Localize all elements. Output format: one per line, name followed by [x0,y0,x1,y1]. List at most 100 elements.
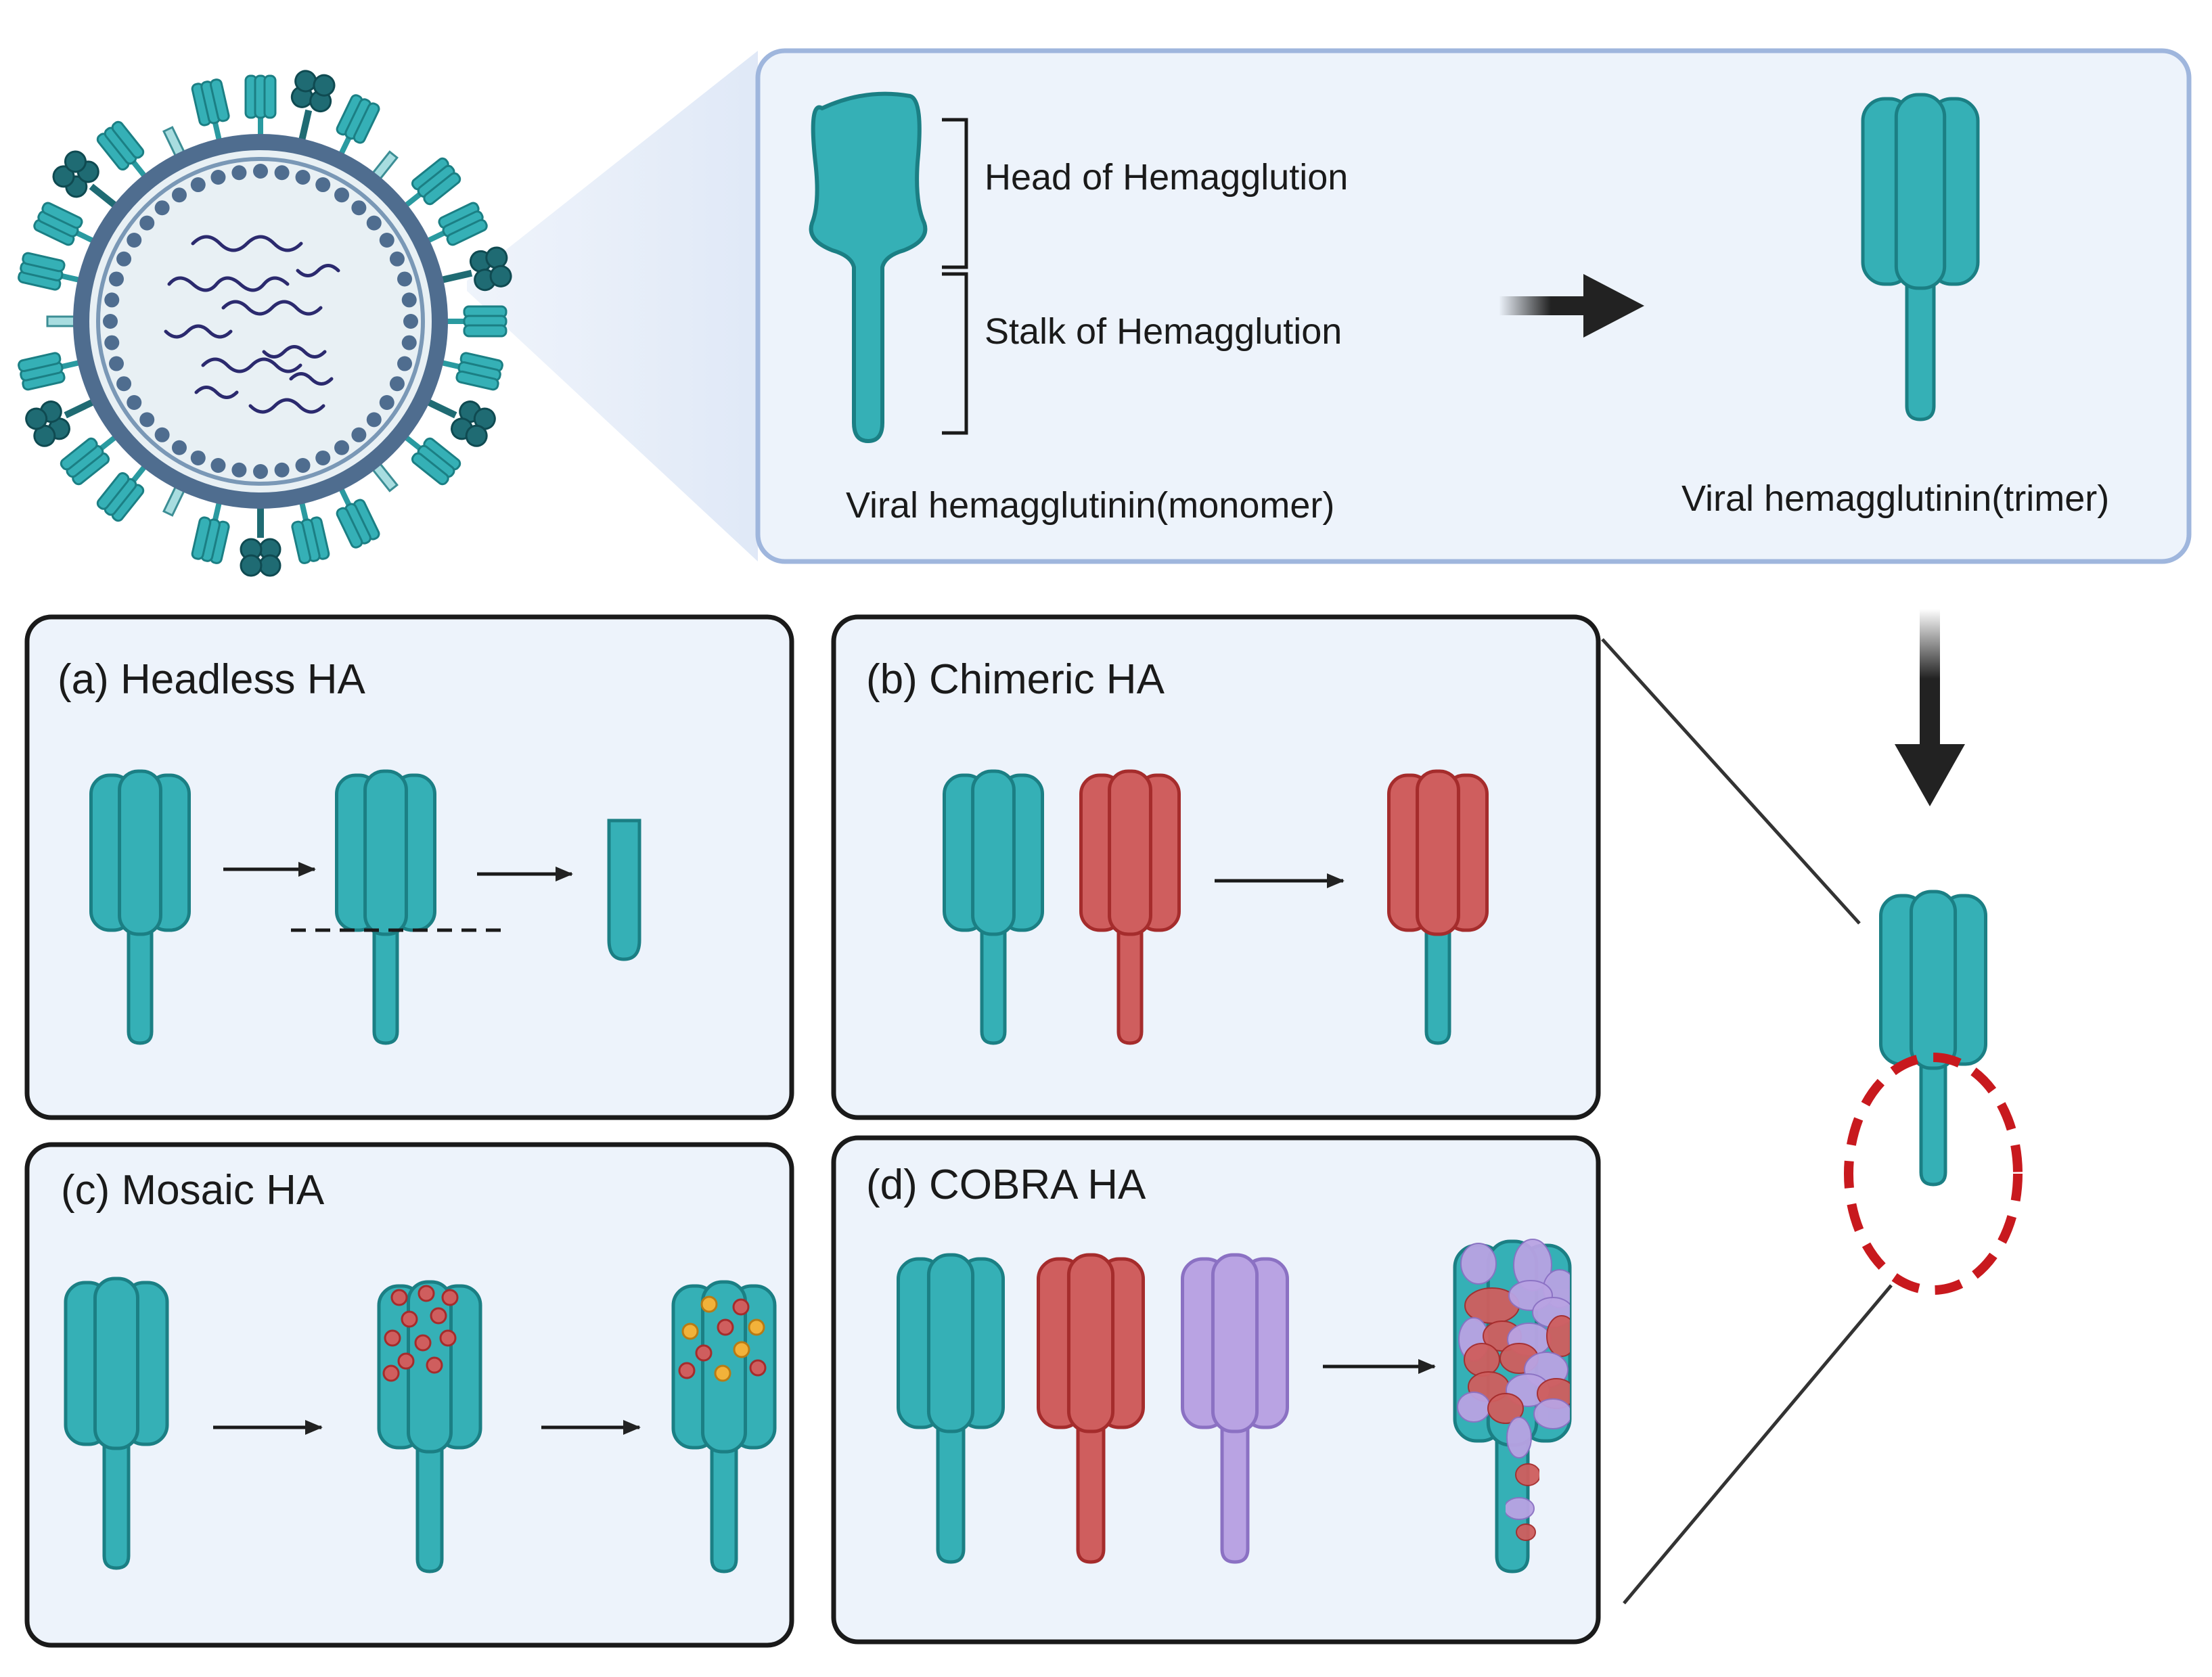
hemagglutinin-lobe [263,74,277,119]
cobra-strain1-trimer-lobe-center [926,1253,975,1433]
matrix-protein [389,376,405,392]
neuraminidase-stalk [438,269,473,284]
matrix-protein [401,292,417,308]
hemagglutinin-stalk [98,433,119,452]
mosaic-red-dot [401,1310,418,1328]
panel-b-chimeric [831,614,1601,1120]
hemagglutinin-stalk [212,120,223,143]
virus-spike [290,70,336,144]
process-arrows [213,862,1436,1435]
virus-spike [402,157,461,210]
hemagglutinin-stalk [438,359,461,370]
virus-spike [191,78,230,143]
ha-trimer-highlighted-stalk [1919,1049,1947,1187]
zoom-wedge [467,51,758,561]
matrix-protein [231,462,247,478]
panel-c-title: (c) Mosaic HA [61,1167,325,1214]
headless-source-trimer [89,769,191,1045]
mosaic-red-dot [441,1289,459,1306]
matrix-protein [253,464,268,479]
mosaic-red-dot [426,1356,443,1374]
mosaic-variant-dot [695,1344,713,1362]
cobra-consensus-patches [1457,1239,1570,1541]
matrix-protein [315,450,331,465]
matrix-protein [334,187,350,203]
cobra-red-patch [1487,1393,1524,1424]
hemagglutinin-stalk [212,499,223,522]
virus-spike [402,433,461,486]
cobra-lavender-patch [1460,1243,1497,1285]
hemagglutinin-stalk [424,229,447,245]
panel-b-title: (b) Chimeric HA [866,656,1165,703]
head-label: Head of Hemagglution [985,157,1348,198]
hemagglutinin-stalk [298,499,309,522]
matrix-protein [397,271,413,287]
matrix-protein [190,177,206,193]
mosaic-variant-dot [749,1359,767,1377]
virus-spike [336,485,380,549]
hemagglutinin-lobe [446,219,488,246]
cobra-lavender-patch [1533,1398,1570,1429]
hemagglutinin-lobe [60,437,98,471]
matrix-protein [139,215,155,231]
mosaic-red-dot [390,1289,408,1306]
ha-trimer-illustrations [64,93,1987,1573]
zoom-line-lower [1623,1284,1893,1605]
chimeric-group1-trimer [943,769,1044,1045]
hemagglutinin-lobe [336,507,363,549]
matrix-protein [315,177,331,193]
mosaic-intermediate-trimer-stalk [415,1432,444,1573]
mosaic-red-dot [417,1285,435,1302]
chimeric-group2-trimer-stalk [1116,915,1144,1045]
cobra-strain2-trimer-stalk [1076,1412,1106,1564]
mosaic-source-trimer-lobe-center [93,1277,139,1450]
hemagglutinin-stalk [337,135,353,158]
neuraminidase-head [258,554,281,577]
mosaic-result-trimer [671,1280,777,1573]
virus-spike [240,504,281,577]
matrix-protein [351,427,367,442]
matrix-protein [253,164,268,179]
cobra-strain2-trimer [1037,1253,1146,1564]
virus-spike [96,463,149,522]
ha-trimer-top-lobe-center [1894,93,1947,290]
virus-spike [244,74,277,138]
stalk-highlight-ellipse [1844,1053,2023,1295]
matrix-protein [139,412,155,428]
matrix-protein [104,292,120,308]
virus-spike [96,120,149,180]
ha-trimer-top-stalk [1905,269,1936,421]
hemagglutinin-lobe [411,452,449,486]
mosaic-red-dot [414,1334,432,1352]
headless-cleaved-trimer-lobe-center [363,769,408,936]
hemagglutinin-stalk [60,273,83,283]
neuraminidase-stalk [89,183,120,210]
headless-cleaved-trimer-stalk [372,915,399,1045]
virus-spike [18,352,83,391]
virus-spike [52,150,120,210]
mosaic-variant-dot [700,1295,718,1313]
matrix-protein [366,215,382,231]
m2-channel [46,315,78,327]
matrix-protein [366,412,382,428]
matrix-protein [103,314,118,329]
hemagglutinin-stalk [130,463,149,484]
matrix-protein [171,187,187,203]
mosaic-variant-dot [733,1341,750,1358]
hemagglutinin-stalk [60,359,83,370]
mosaic-result-trimer-stalk [710,1432,738,1573]
viral-envelope [73,134,448,509]
virus-spike [424,202,488,246]
virus-spike [444,305,507,338]
neuraminidase-head [64,150,87,173]
neuraminidase-head [25,407,48,430]
monomer-to-trimer-arrow [1499,274,1644,338]
matrix-protein [397,356,413,371]
virus-spike [438,352,503,391]
hemagglutinin-stalk [444,319,466,324]
chimeric-result-trimer-stalk [1424,915,1451,1045]
mosaic-red-dot [439,1329,457,1347]
matrix-protein [190,450,206,465]
hemagglutinin-lobe [291,520,312,564]
matrix-protein [295,458,311,474]
